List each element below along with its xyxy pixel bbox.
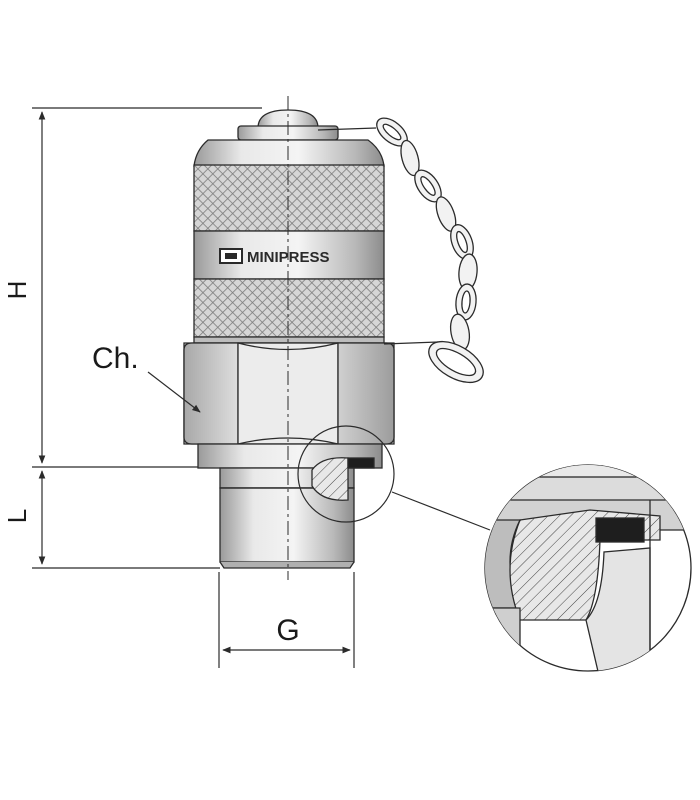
brand-logo: MINIPRESS — [219, 248, 330, 266]
brand-band — [193, 230, 385, 280]
knurl-band-upper — [193, 164, 385, 232]
thread-size-label: G — [276, 614, 299, 647]
dimension-lines — [32, 107, 355, 668]
thread-length-label: L — [2, 509, 32, 523]
wrench-size-leader — [147, 371, 201, 413]
detail-leader-line — [391, 491, 491, 531]
protective-cap — [193, 139, 385, 344]
threaded-stud — [219, 467, 355, 569]
knurl-band-lower — [193, 278, 385, 338]
detail-marker-circle — [297, 425, 395, 523]
detail-view — [484, 464, 692, 672]
seal-section-inset — [297, 425, 395, 523]
seal-ring — [595, 517, 645, 543]
height-label: H — [2, 281, 32, 300]
hex-body — [183, 342, 395, 445]
retaining-chain — [317, 117, 484, 384]
wrench-size-label: Ch. — [92, 342, 139, 375]
chain-link-holes — [382, 123, 477, 377]
